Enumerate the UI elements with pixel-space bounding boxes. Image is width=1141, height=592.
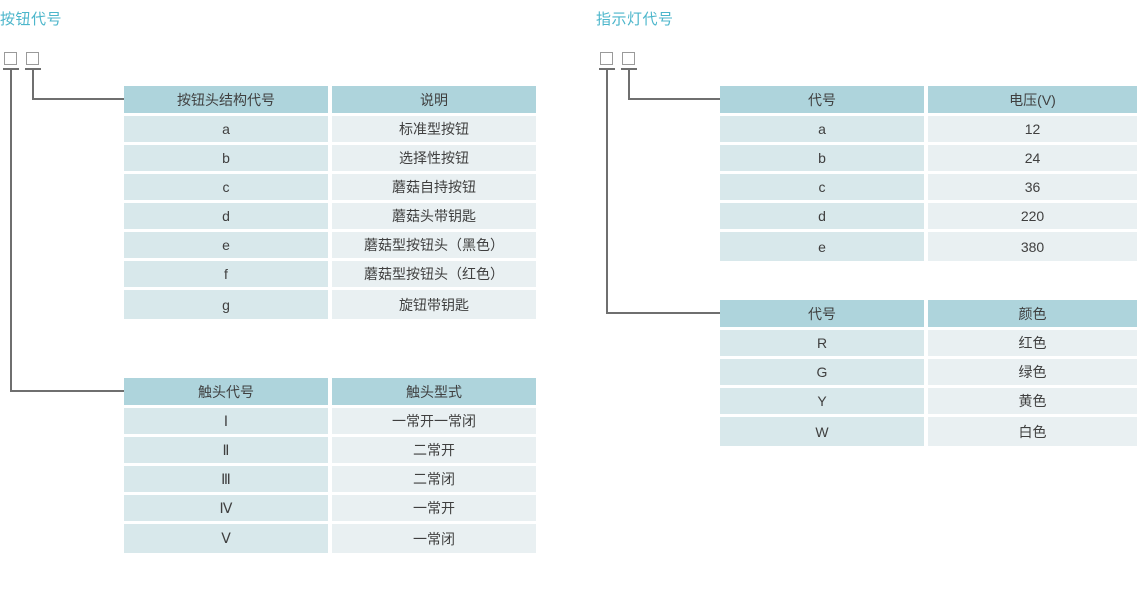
cell-code: Ⅰ <box>124 408 332 437</box>
cell-code: W <box>720 417 928 446</box>
cell-code: c <box>720 174 928 203</box>
cell-code: e <box>720 232 928 261</box>
cell-desc: 选择性按钮 <box>332 145 536 174</box>
cell-code: Ⅴ <box>124 524 332 553</box>
panel-title-indicator-code: 指示灯代号 <box>596 11 674 28</box>
cell-code: Y <box>720 388 928 417</box>
cell-color: 红色 <box>928 330 1137 359</box>
placeholder-box-1 <box>4 52 17 65</box>
leader-hline-2 <box>32 98 124 100</box>
leader-hline-1 <box>606 312 720 314</box>
cell-code: f <box>124 261 332 290</box>
column-header-voltage: 电压(V) <box>928 86 1137 116</box>
cell-code: G <box>720 359 928 388</box>
cell-type: 一常开一常闭 <box>332 408 536 437</box>
placeholder-box-1 <box>600 52 613 65</box>
cell-code: Ⅲ <box>124 466 332 495</box>
cell-type: 一常开 <box>332 495 536 524</box>
placeholder-box-2 <box>26 52 39 65</box>
cell-code: Ⅱ <box>124 437 332 466</box>
cell-color: 白色 <box>928 417 1137 446</box>
cell-code: e <box>124 232 332 261</box>
cell-code: g <box>124 290 332 319</box>
placeholder-box-2 <box>622 52 635 65</box>
table-header-row: 按钮头结构代号 说明 <box>124 86 536 116</box>
leader-hline-1 <box>10 390 124 392</box>
leader-vline-1 <box>10 68 12 392</box>
cell-voltage: 36 <box>928 174 1137 203</box>
cell-code: b <box>124 145 332 174</box>
column-header-code: 代号 <box>720 300 928 330</box>
leader-vline-1 <box>606 68 608 314</box>
column-header-desc: 说明 <box>332 86 536 116</box>
table-header-row: 代号 颜色 <box>720 300 1137 330</box>
cell-desc: 蘑菇型按钮头（黑色） <box>332 232 536 261</box>
cell-code: R <box>720 330 928 359</box>
cell-desc: 蘑菇自持按钮 <box>332 174 536 203</box>
column-header-color: 颜色 <box>928 300 1137 330</box>
cell-type: 一常闭 <box>332 524 536 553</box>
table-header-row: 代号 电压(V) <box>720 86 1137 116</box>
cell-color: 绿色 <box>928 359 1137 388</box>
cell-desc: 标准型按钮 <box>332 116 536 145</box>
column-header-code: 按钮头结构代号 <box>124 86 332 116</box>
cell-voltage: 380 <box>928 232 1137 261</box>
leader-vline-2 <box>32 68 34 100</box>
cell-code: a <box>124 116 332 145</box>
column-header-code: 代号 <box>720 86 928 116</box>
cell-code: d <box>124 203 332 232</box>
cell-color: 黄色 <box>928 388 1137 417</box>
cell-desc: 蘑菇头带钥匙 <box>332 203 536 232</box>
leader-hline-2 <box>628 98 720 100</box>
cell-desc: 旋钮带钥匙 <box>332 290 536 319</box>
cell-voltage: 220 <box>928 203 1137 232</box>
cell-type: 二常开 <box>332 437 536 466</box>
column-header-type: 触头型式 <box>332 378 536 408</box>
cell-type: 二常闭 <box>332 466 536 495</box>
cell-code: a <box>720 116 928 145</box>
leader-vline-2 <box>628 68 630 100</box>
column-header-code: 触头代号 <box>124 378 332 408</box>
cell-voltage: 24 <box>928 145 1137 174</box>
panel-title-button-code: 按钮代号 <box>0 11 63 28</box>
cell-code: Ⅳ <box>124 495 332 524</box>
cell-code: c <box>124 174 332 203</box>
table-header-row: 触头代号 触头型式 <box>124 378 536 408</box>
cell-code: b <box>720 145 928 174</box>
cell-code: d <box>720 203 928 232</box>
cell-desc: 蘑菇型按钮头（红色） <box>332 261 536 290</box>
cell-voltage: 12 <box>928 116 1137 145</box>
